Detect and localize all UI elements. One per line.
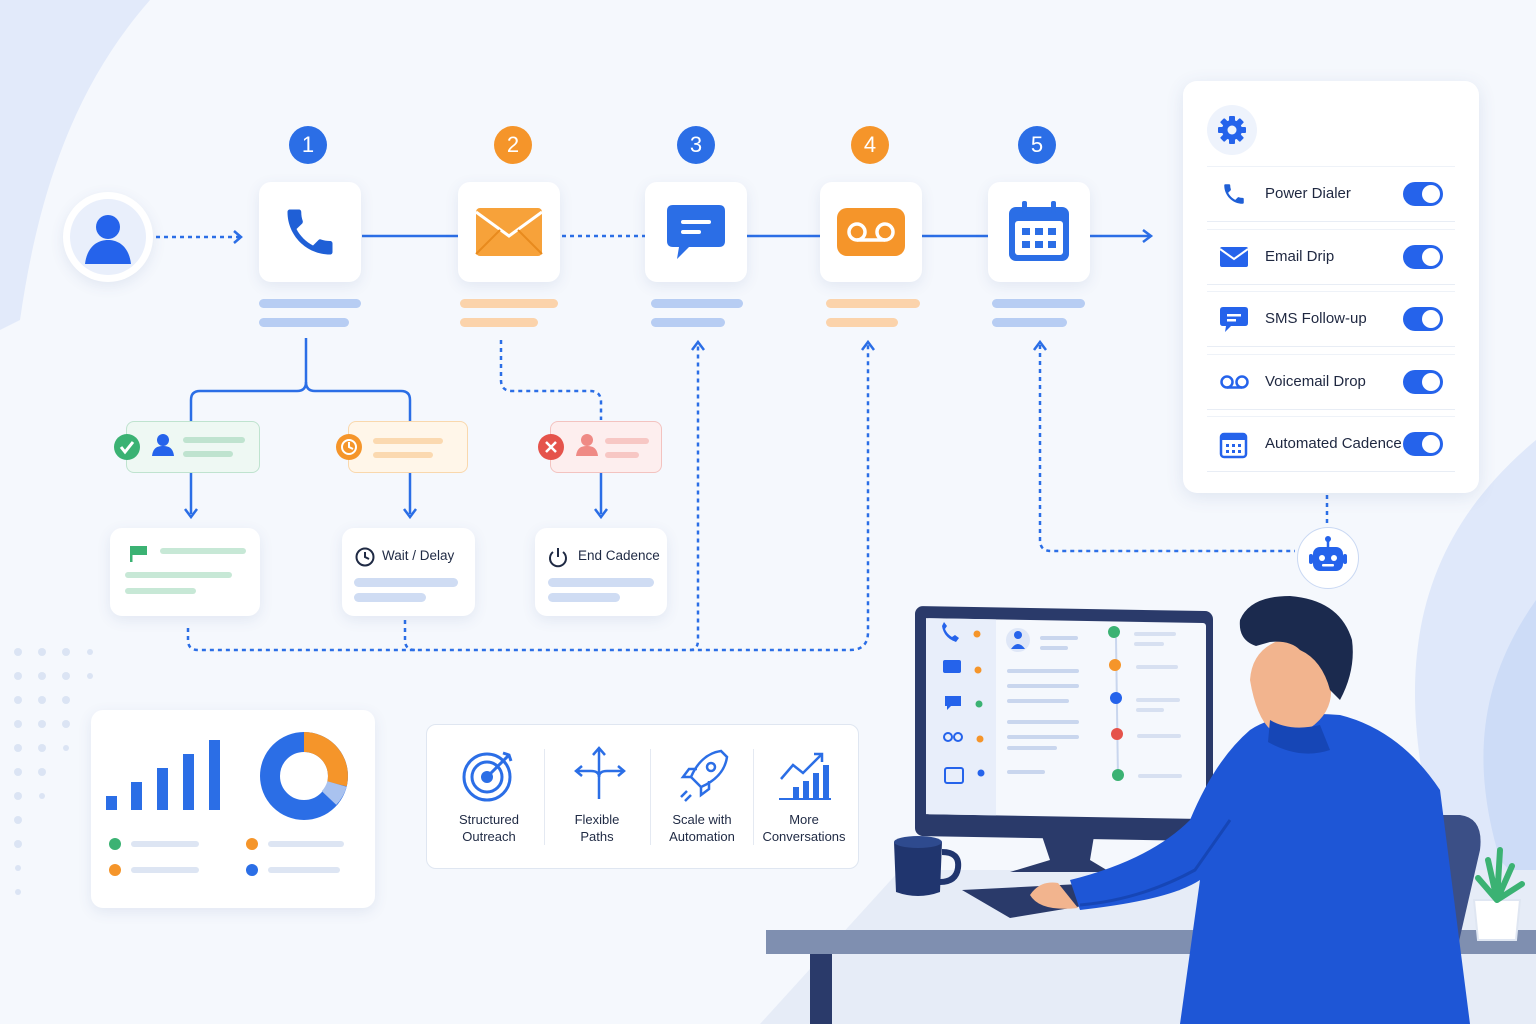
outcome-wait-card[interactable]: Wait / Delay [342,528,475,616]
monitor [915,606,1213,872]
outcome-goal-card[interactable] [110,528,260,616]
phone-icon [942,622,959,642]
voicemail-drop-toggle[interactable] [1403,370,1443,394]
rocket-icon [680,749,729,802]
chat-bubble-icon [667,205,725,259]
growth-chart-icon [779,752,831,800]
target-icon [462,751,513,802]
toggle-row-voicemail-drop: Voicemail Drop [1207,354,1455,410]
step-2-text-placeholder-2 [460,318,538,327]
feature-4-line-1: More [789,812,819,827]
step-meeting-card[interactable] [988,182,1090,282]
chat-bubble-icon [1220,307,1248,332]
step-5-text-placeholder [992,299,1085,308]
calendar-icon [1219,432,1248,459]
email-drip-label: Email Drip [1265,248,1335,265]
toggle-row-email-drip: Email Drip [1207,229,1455,285]
step-voicemail-card[interactable] [820,182,922,282]
step-1-text-placeholder [259,299,361,308]
gear-icon [1218,116,1246,144]
step-number-4: 4 [851,126,889,164]
step-call-card[interactable] [259,182,361,282]
condition-answered-card[interactable] [114,421,260,473]
analytics-card [91,710,375,908]
person-illustration [1030,596,1470,1024]
power-dialer-toggle[interactable] [1403,182,1443,206]
step-2-text-placeholder [460,299,558,308]
step-4-text-placeholder [826,299,920,308]
sms-follow-up-toggle[interactable] [1403,307,1443,331]
robot-icon [1309,536,1347,571]
feature-1-line-1: Structured [459,812,519,827]
step-email-card[interactable] [458,182,560,282]
feature-3-line-2: Automation [669,829,735,844]
outcome-end-card[interactable]: End Cadence [535,528,667,616]
envelope-icon [475,208,543,256]
bar-chart-icon [106,740,220,810]
voicemail-icon [837,208,905,256]
feature-4-line-2: Conversations [762,829,846,844]
toggle-row-automated-cadence: Automated Cadence [1207,416,1455,472]
feature-3-line-1: Scale with [672,812,732,827]
step-3-text-placeholder [651,299,743,308]
power-icon [549,548,567,568]
step-number-5: 5 [1018,126,1056,164]
power-dialer-label: Power Dialer [1265,185,1351,202]
step-4-text-placeholder-2 [826,318,898,327]
settings-button[interactable] [1207,105,1257,155]
end-cadence-label: End Cadence [578,548,660,563]
step-sms-card[interactable] [645,182,747,282]
phone-icon [1224,184,1244,204]
channel-toggle-panel: Power Dialer Email Drip SMS Follow-up Vo… [1183,81,1479,493]
toggle-row-power-dialer: Power Dialer [1207,166,1455,222]
wait-delay-label: Wait / Delay [382,548,455,563]
step-1-text-placeholder-2 [259,318,349,327]
step-number-1: 1 [289,126,327,164]
email-drip-toggle[interactable] [1403,245,1443,269]
automation-bot[interactable] [1297,527,1359,589]
analytics-graphics [106,732,348,876]
feature-2-line-1: Flexible [574,812,620,827]
envelope-icon [1219,247,1249,267]
coffee-mug [894,836,962,896]
toggle-row-sms-follow-up: SMS Follow-up [1207,291,1455,347]
user-icon [70,199,146,275]
check-icon [114,434,140,460]
branch-arrows-icon [574,746,626,799]
clock-icon [355,547,375,567]
donut-chart-icon [260,732,348,820]
feature-2-line-2: Paths [580,829,614,844]
voicemail-drop-label: Voicemail Drop [1265,373,1366,390]
condition-bounced-card[interactable] [538,421,662,473]
condition-no-answer-card[interactable] [336,421,468,473]
step-number-2: 2 [494,126,532,164]
feature-1-line-2: Outreach [462,829,516,844]
calendar-icon [1009,201,1069,261]
step-3-text-placeholder-2 [651,318,725,327]
phone-icon [287,209,333,255]
step-5-text-placeholder-2 [992,318,1067,327]
flag-icon [130,546,147,562]
plant [1472,847,1525,941]
automated-cadence-label: Automated Cadence [1265,435,1402,452]
voicemail-icon [1220,375,1249,389]
automated-cadence-toggle[interactable] [1403,432,1443,456]
sms-follow-up-label: SMS Follow-up [1265,310,1367,327]
lead-avatar [63,192,153,282]
step-number-3: 3 [677,126,715,164]
